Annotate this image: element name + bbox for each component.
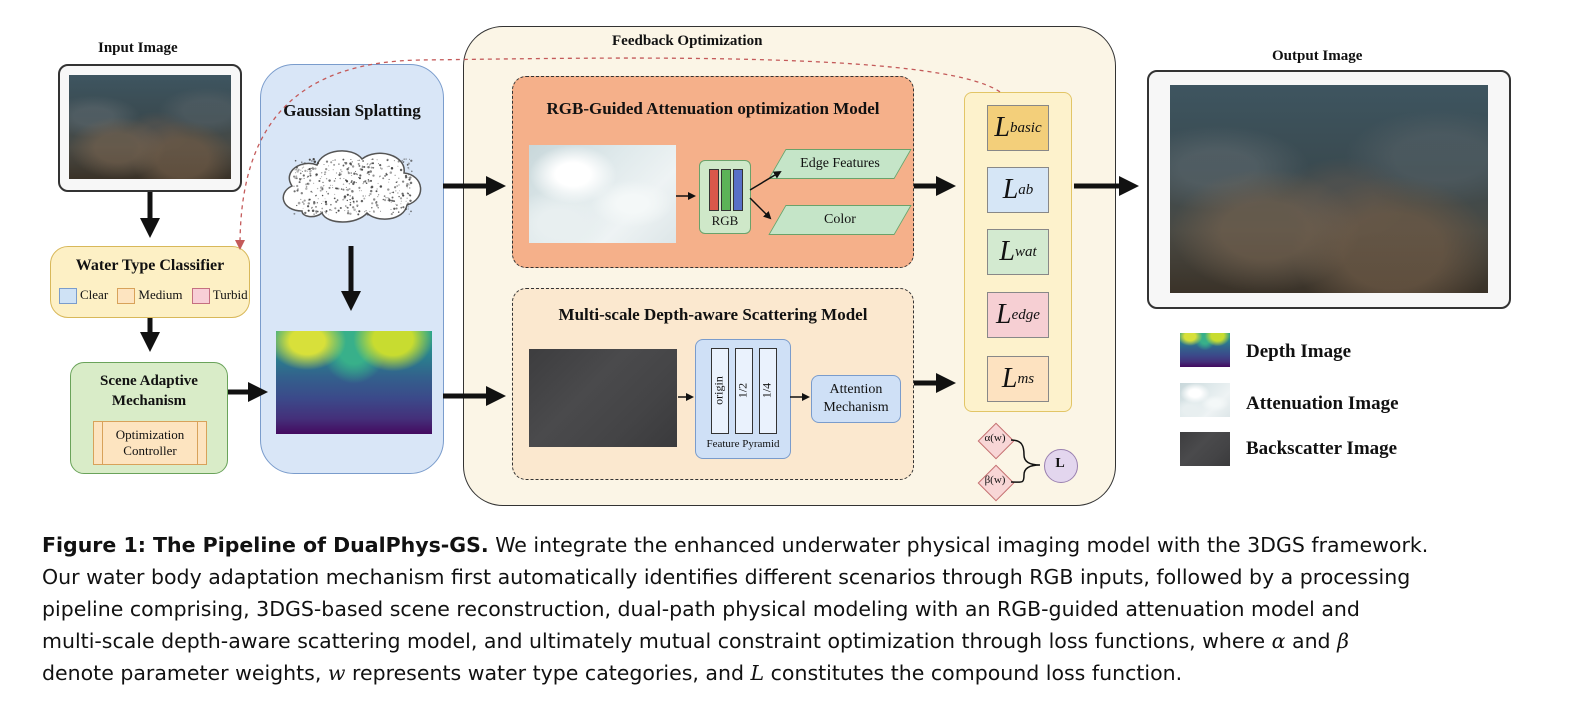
feedback-dashed-arrow: [235, 57, 1001, 250]
feature-pyramid-label: Feature Pyramid: [706, 438, 780, 450]
optimization-controller: Optimization Controller: [93, 421, 207, 465]
ms-model-title: Multi-scale Depth-aware Scattering Model: [558, 305, 868, 324]
legend-label-backscatter: Backscatter Image: [1246, 438, 1398, 459]
input-title: Input Image: [98, 40, 178, 56]
rgb-model-title: RGB-Guided Attenuation optimization Mode…: [546, 99, 880, 118]
legend-swatch-depth: [1180, 333, 1230, 367]
output-image-frame: [1147, 70, 1511, 309]
point-cloud-icon: [282, 150, 422, 223]
caption-line-3: pipeline comprising, 3DGS-based scene re…: [42, 597, 1360, 621]
rgb-guided-attenuation-model: RGB-Guided Attenuation optimization Mode…: [512, 76, 914, 268]
total-loss-circle: [1044, 449, 1078, 483]
caption-line-1: Figure 1: The Pipeline of DualPhys-GS. W…: [42, 533, 1429, 557]
pyramid-level-quarter: [759, 348, 777, 434]
arrow-rgb-to-edge: [749, 170, 782, 191]
feature-pyramid: origin 1/2 1/4 Feature Pyramid: [695, 339, 791, 459]
pyramid-level-origin: [711, 348, 729, 434]
output-image: [1170, 85, 1488, 293]
gaussian-title: Gaussian Splatting: [283, 101, 421, 120]
controller-label: Optimization Controller: [115, 427, 185, 458]
water-type-list: Clear Medium Turbid: [59, 287, 249, 305]
legend-swatch-backscatter: [1180, 432, 1230, 466]
caption-line-5: denote parameter weights, w represents w…: [42, 661, 1183, 685]
water-type-medium: Medium: [117, 287, 182, 305]
total-loss-label: L: [1055, 456, 1065, 471]
input-image: [69, 75, 231, 179]
backscatter-image: [529, 349, 677, 447]
legend-label-attenuation: Attenuation Image: [1246, 393, 1399, 414]
legend-label-depth: Depth Image: [1246, 341, 1352, 362]
arrow-rgb-to-color: [749, 197, 772, 220]
attention-mechanism: Attention Mechanism: [811, 375, 901, 423]
attenuation-image: [529, 145, 676, 243]
water-type-clear: Clear: [59, 287, 108, 305]
alpha-weight-label: α(w): [984, 432, 1006, 444]
legend-swatch-attenuation: [1180, 383, 1230, 417]
scene-title: Scene Adaptive Mechanism: [100, 373, 198, 409]
caption-line-2: Our water body adaptation mechanism firs…: [42, 565, 1411, 589]
weights-brace: [1010, 439, 1041, 483]
output-title: Output Image: [1272, 48, 1363, 64]
pyramid-level-half: [735, 348, 753, 434]
figure-caption: Figure 1: The Pipeline of DualPhys-GS. W…: [42, 529, 1542, 689]
scene-adaptive-mechanism: Scene Adaptive Mechanism Optimization Co…: [70, 362, 228, 474]
water-type-classifier: Water Type Classifier Clear Medium Turbi…: [50, 246, 250, 318]
water-type-turbid: Turbid: [191, 287, 248, 305]
rgb-channels: RGB: [699, 160, 751, 234]
input-image-frame: [58, 64, 242, 192]
rgb-label: RGB: [711, 213, 739, 228]
multi-scale-scattering-model: Multi-scale Depth-aware Scattering Model…: [512, 288, 914, 480]
classifier-title: Water Type Classifier: [75, 257, 225, 274]
caption-line-4: multi-scale depth-aware scattering model…: [42, 629, 1349, 653]
beta-weight-label: β(w): [984, 474, 1006, 486]
depth-image: [276, 331, 432, 434]
feedback-title: Feedback Optimization: [612, 33, 763, 49]
